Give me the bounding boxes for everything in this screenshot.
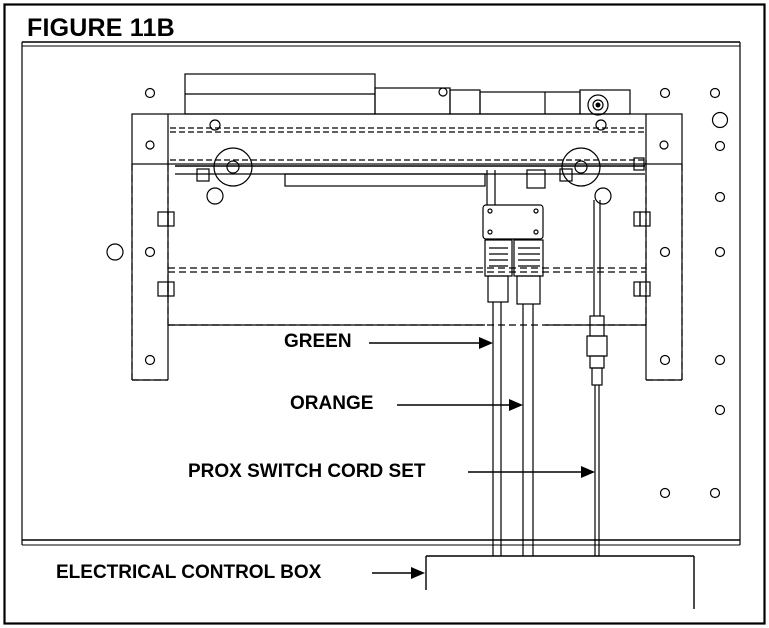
label-prox-switch-cord-set: PROX SWITCH CORD SET: [188, 461, 426, 482]
arrow-green: [479, 337, 493, 349]
arrow-orange: [509, 399, 523, 411]
mounting-bracket: [131, 113, 683, 187]
pulleys: [196, 147, 645, 205]
label-orange: ORANGE: [290, 393, 374, 414]
motor-assembly: [184, 73, 631, 116]
panel-holes: [106, 87, 729, 499]
arrow-control-box: [411, 567, 425, 579]
arrow-prox: [581, 466, 595, 478]
electrical-control-box: [425, 555, 695, 609]
prox-switch-connector: [586, 315, 608, 386]
cables: [492, 200, 601, 556]
outer-border: [3, 3, 766, 625]
connector-housing: [482, 169, 546, 240]
side-bolts: [157, 211, 651, 297]
label-green: GREEN: [284, 331, 352, 352]
leader-lines: [369, 342, 585, 574]
orange-plug: [513, 239, 544, 305]
figure-title: FIGURE 11B: [27, 14, 175, 42]
green-plug: [484, 239, 513, 303]
label-electrical-control-box: ELECTRICAL CONTROL BOX: [56, 562, 322, 583]
